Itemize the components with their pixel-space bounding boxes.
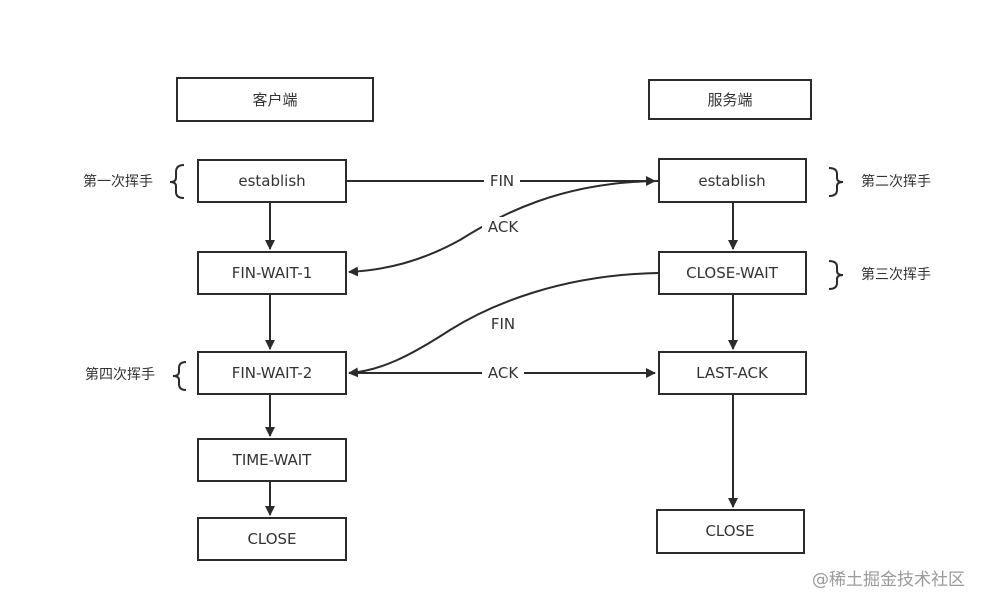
client-state-establish-box bbox=[197, 159, 347, 203]
server-state-establish-label: establish bbox=[698, 172, 765, 190]
watermark-text: @稀土掘金技术社区 bbox=[812, 570, 965, 590]
client-state-fin-wait-1-box bbox=[197, 251, 347, 295]
client-header: 客户端 bbox=[176, 77, 374, 122]
client-state-establish-label: establish bbox=[238, 172, 305, 190]
client-state-fin-wait-1: FIN-WAIT-1 bbox=[197, 251, 347, 295]
client-state-close: CLOSE bbox=[197, 517, 347, 561]
server-state-establish: establish bbox=[658, 158, 807, 203]
server-state-last-ack-box bbox=[658, 351, 807, 395]
server-header: 服务端 bbox=[648, 79, 812, 120]
handshake-third-label: 第三次挥手 bbox=[861, 266, 931, 283]
fin-message-2-label-bg bbox=[485, 314, 521, 334]
server-state-close: CLOSE bbox=[656, 509, 805, 554]
server-state-close-wait-label: CLOSE-WAIT bbox=[686, 264, 779, 282]
server-state-close-wait: CLOSE-WAIT bbox=[658, 251, 807, 295]
ack-message-1: ACK bbox=[482, 217, 524, 237]
server-state-last-ack: LAST-ACK bbox=[658, 351, 807, 395]
client-state-fin-wait-2-box bbox=[197, 351, 347, 395]
client-header-label: 客户端 bbox=[252, 91, 297, 109]
client-state-fin-wait-1-label: FIN-WAIT-1 bbox=[232, 264, 313, 282]
client-state-establish: establish bbox=[197, 159, 347, 203]
server-header-box bbox=[648, 79, 812, 120]
handshake-second-brace bbox=[828, 167, 844, 197]
fin-message-1: FIN bbox=[484, 171, 520, 191]
handshake-second-annotation: 第二次挥手 bbox=[828, 167, 931, 197]
ack-message-1-label-bg bbox=[482, 217, 524, 237]
ack-message-2-label: ACK bbox=[488, 364, 519, 382]
server-state-establish-box bbox=[658, 158, 807, 203]
server-state-close-label: CLOSE bbox=[705, 522, 754, 540]
client-state-close-box bbox=[197, 517, 347, 561]
server-state-last-ack-label: LAST-ACK bbox=[696, 364, 769, 382]
handshake-first-label: 第一次挥手 bbox=[83, 173, 153, 190]
handshake-first-annotation: 第一次挥手 bbox=[83, 164, 185, 199]
fin-message-2-label: FIN bbox=[491, 315, 515, 333]
fin-message-1-label-bg bbox=[484, 171, 520, 191]
handshake-third-annotation: 第三次挥手 bbox=[828, 260, 931, 290]
client-state-close-label: CLOSE bbox=[247, 530, 296, 548]
client-state-fin-wait-2: FIN-WAIT-2 bbox=[197, 351, 347, 395]
handshake-third-brace bbox=[828, 260, 844, 290]
ack-message-1-label: ACK bbox=[488, 218, 519, 236]
client-header-box bbox=[176, 77, 374, 122]
client-state-time-wait-label: TIME-WAIT bbox=[232, 451, 313, 469]
fin-message-2-arrow bbox=[348, 272, 659, 378]
client-state-time-wait-box bbox=[197, 438, 347, 482]
handshake-second-label: 第二次挥手 bbox=[861, 173, 931, 190]
server-state-close-box bbox=[656, 509, 805, 554]
handshake-fourth-annotation: 第四次挥手 bbox=[85, 361, 187, 391]
ack-message-2-label-bg bbox=[482, 363, 524, 383]
handshake-fourth-brace bbox=[172, 361, 187, 391]
handshake-first-brace bbox=[169, 164, 185, 199]
fin-message-1-label: FIN bbox=[490, 172, 514, 190]
fin-message-2: FIN bbox=[485, 314, 521, 334]
handshake-fourth-label: 第四次挥手 bbox=[85, 366, 155, 383]
ack-message-1-arrow bbox=[348, 180, 659, 277]
client-state-time-wait: TIME-WAIT bbox=[197, 438, 347, 482]
ack-message-2: ACK bbox=[482, 363, 524, 383]
server-header-label: 服务端 bbox=[707, 91, 752, 109]
client-state-fin-wait-2-label: FIN-WAIT-2 bbox=[232, 364, 313, 382]
